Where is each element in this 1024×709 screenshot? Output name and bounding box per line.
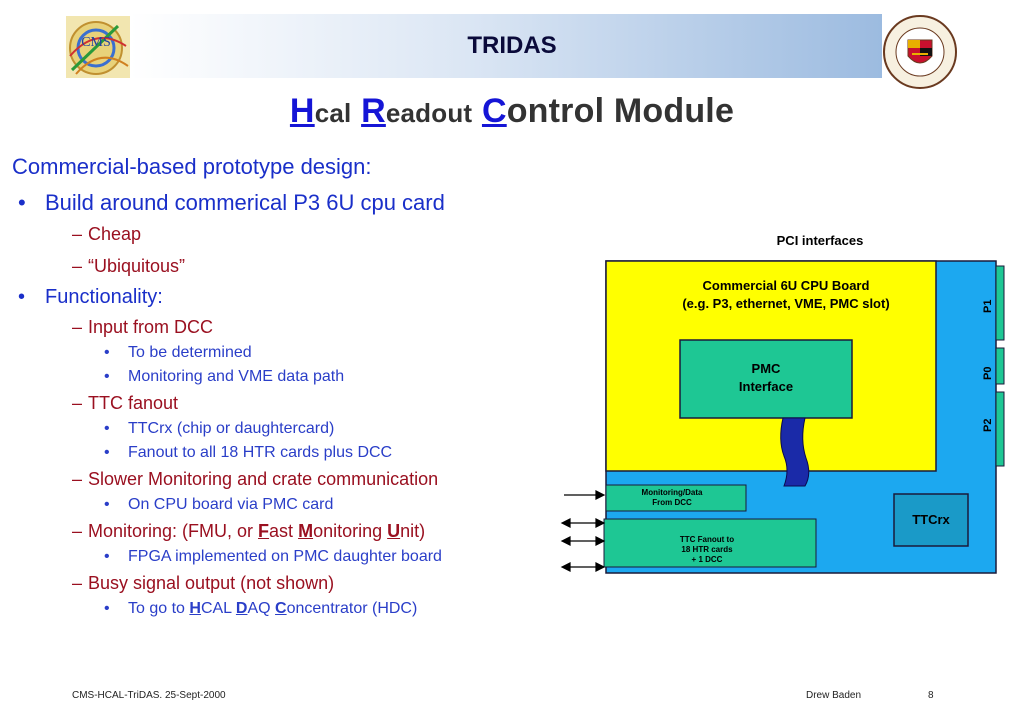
sub-cheap: Cheap	[88, 224, 142, 244]
cpu-board-line2: (e.g. P3, ethernet, VME, PMC slot)	[682, 296, 889, 311]
sub-busy-signal: Busy signal output (not shown)	[88, 573, 335, 593]
hdc-text: oncentrator (HDC)	[286, 600, 418, 617]
sub-slower-monitoring: Slower Monitoring and crate communicatio…	[88, 469, 439, 489]
io-arrows	[560, 490, 606, 572]
bullet-marker: •	[104, 368, 110, 385]
pci-interfaces-label: PCI interfaces	[777, 233, 864, 248]
pmc-cable	[780, 417, 810, 487]
footer-author: Drew Baden	[806, 690, 862, 701]
sub-ttc-fanout: TTC fanout	[88, 393, 179, 413]
ttcrx-box	[893, 493, 969, 547]
bullet-build-card: Build around commerical P3 6U cpu card	[45, 190, 445, 215]
hdc-text: To go to	[128, 600, 190, 617]
ttc-fanout-line1: TTC Fanout to	[680, 535, 734, 544]
dash-marker: –	[72, 317, 83, 337]
p1-label: P1	[982, 300, 994, 313]
cms-logo-text: CMS	[81, 35, 111, 50]
sub-fmu: Monitoring: (FMU, or Fast Monitoring Uni…	[88, 521, 425, 542]
title-h-initial: H	[289, 92, 315, 130]
page-number: 8	[928, 690, 934, 701]
fmu-text: Monitoring: (FMU, or	[88, 521, 259, 541]
bullet-marker: •	[104, 496, 110, 513]
title-h-rest: cal	[314, 98, 352, 128]
slide-title: Hcal Readout Control Module	[0, 92, 1024, 131]
title-c-rest: ontrol Module	[506, 92, 735, 130]
fmu-m: M	[298, 521, 314, 541]
bullet-marker: •	[104, 420, 110, 437]
item-tbd: To be determined	[128, 344, 252, 361]
cpu-board-line1: Commercial 6U CPU Board	[703, 278, 870, 293]
title-r-rest: eadout	[385, 98, 473, 128]
monitoring-line1: Monitoring/Data	[642, 488, 703, 497]
header-banner	[130, 14, 882, 78]
hdc-h: H	[189, 600, 201, 617]
bullet-marker: •	[18, 286, 26, 308]
cms-logo: CMS	[66, 16, 130, 78]
connector-p2	[995, 391, 1005, 467]
bullet-marker: •	[104, 548, 110, 565]
bullet-marker: •	[18, 190, 26, 215]
pmc-line2: Interface	[739, 379, 793, 394]
bullet-marker: •	[104, 600, 110, 617]
monitoring-data-box	[605, 484, 747, 512]
bullet-marker: •	[104, 444, 110, 461]
p2-label: P2	[982, 419, 994, 432]
connector-p1	[995, 265, 1005, 341]
item-fpga: FPGA implemented on PMC daughter board	[128, 548, 442, 565]
bullet-functionality: Functionality:	[45, 286, 163, 308]
item-fanout-htr: Fanout to all 18 HTR cards plus DCC	[128, 444, 393, 461]
intro-text: Commercial-based prototype design:	[12, 154, 372, 179]
dash-marker: –	[72, 469, 83, 489]
title-r-initial: R	[361, 92, 386, 130]
hdc-text: AQ	[247, 600, 276, 617]
ttc-fanout-box	[603, 518, 817, 568]
hdc-text: CAL	[200, 600, 236, 617]
hdc-d: D	[235, 600, 248, 617]
bullet-marker: •	[104, 344, 110, 361]
sub-ubiquitous: “Ubiquitous”	[88, 256, 186, 276]
umd-seal-logo	[883, 15, 957, 89]
dash-marker: –	[72, 573, 83, 593]
dash-marker: –	[72, 256, 83, 276]
fmu-text: onitoring	[313, 521, 388, 541]
connector-p0	[995, 347, 1005, 385]
ttc-fanout-line2: 18 HTR cards	[681, 545, 733, 554]
header-title: TRIDAS	[467, 32, 557, 59]
title-c-initial: C	[481, 92, 507, 130]
dash-marker: –	[72, 393, 83, 413]
dash-marker: –	[72, 224, 83, 244]
dash-marker: –	[72, 521, 83, 541]
item-monitoring-vme: Monitoring and VME data path	[128, 368, 345, 385]
footer-left-text: CMS-HCAL-TriDAS. 25-Sept-2000	[72, 690, 226, 701]
sub-input-dcc: Input from DCC	[88, 317, 214, 337]
fmu-u: U	[387, 521, 401, 541]
ttc-fanout-line3: + 1 DCC	[692, 555, 723, 564]
p0-label: P0	[982, 367, 994, 380]
item-hdc: To go to HCAL DAQ Concentrator (HDC)	[128, 600, 417, 618]
fmu-text: nit)	[400, 521, 426, 541]
hrc-module-diagram: PCI interfaces P1 P0 P2 Commercial 6U CP…	[560, 233, 1005, 574]
item-ttcrx: TTCrx (chip or daughtercard)	[128, 420, 335, 437]
monitoring-line2: From DCC	[652, 498, 692, 507]
pmc-interface-box	[679, 339, 853, 419]
fmu-text: ast	[269, 521, 299, 541]
ttcrx-label: TTCrx	[912, 512, 950, 527]
fmu-f: F	[258, 521, 270, 541]
hdc-c: C	[275, 600, 287, 617]
item-cpu-pmc: On CPU board via PMC card	[128, 496, 334, 513]
pmc-line1: PMC	[752, 361, 782, 376]
